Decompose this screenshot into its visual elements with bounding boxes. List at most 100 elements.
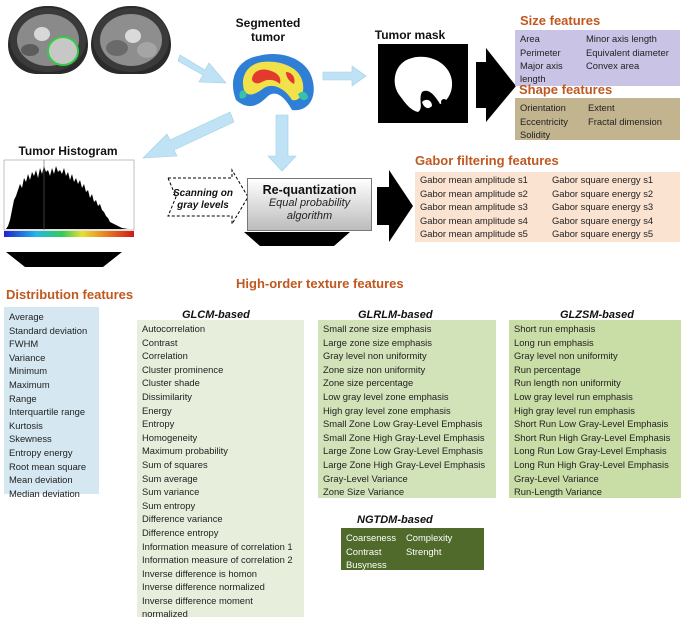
- glcm-feature-item: Cluster shade: [142, 377, 200, 389]
- arrow-mri-to-segmented: [177, 54, 227, 84]
- ngtdm-feature-item: Busyness: [346, 559, 387, 571]
- distribution-feature-item: Interquartile range: [9, 406, 86, 418]
- requantization-subtitle: Equal probability algorithm: [268, 197, 351, 222]
- glcm-feature-item: Information measure of correlation 1: [142, 540, 293, 552]
- glcm-feature-item: Sum average: [142, 472, 198, 484]
- segmented-tumor-heatmap-image: [232, 54, 314, 111]
- distribution-feature-item: Median deviation: [9, 487, 80, 499]
- arrow-requant-to-texture: [244, 232, 350, 246]
- glcm-feature-item: Dissimilarity: [142, 390, 192, 402]
- glzsm-feature-item: High gray level run emphasis: [514, 404, 635, 416]
- distribution-feature-item: Skewness: [9, 433, 52, 445]
- glrlm-feature-item: Zone Size Variance: [323, 486, 405, 498]
- distribution-feature-item: FWHM: [9, 338, 39, 350]
- glrlm-feature-item: Small zone size emphasis: [323, 323, 432, 334]
- requantization-box: Re-quantization Equal probability algori…: [247, 178, 372, 231]
- glcm-feature-item: Difference entropy: [142, 526, 219, 538]
- glzsm-feature-item: Long Run Low Gray-Level Emphasis: [514, 445, 667, 457]
- tumor-histogram-title: Tumor Histogram: [18, 144, 118, 158]
- glrlm-feature-item: Small Zone Low Gray-Level Emphasis: [323, 418, 483, 430]
- glzsm-feature-item: Short Run Low Gray-Level Emphasis: [514, 418, 669, 430]
- size-feature-item: Minor axis length: [586, 33, 657, 44]
- tumor-mask-image: [378, 44, 468, 123]
- shape-features-title: Shape features: [519, 82, 613, 97]
- size-feature-item: Perimeter: [520, 46, 561, 58]
- size-features-title: Size features: [520, 13, 601, 28]
- arrow-segmented-to-mask: [322, 65, 367, 87]
- glrlm-feature-item: Large Zone Low Gray-Level Emphasis: [323, 445, 483, 457]
- gabor-feature-item: Gabor mean amplitude s2: [420, 187, 528, 199]
- gabor-feature-item: Gabor mean amplitude s1: [420, 174, 528, 185]
- size-feature-item: Major axis length: [520, 60, 563, 85]
- glcm-feature-item: Homogeneity: [142, 431, 198, 443]
- gabor-feature-item: Gabor mean amplitude s3: [420, 201, 528, 213]
- size-features-box: Area Perimeter Major axis length Minor a…: [515, 30, 680, 86]
- glcm-feature-item: Entropy: [142, 418, 175, 430]
- shape-feature-item: Eccentricity: [520, 115, 568, 127]
- size-feature-item: Equivalent diameter: [586, 46, 669, 58]
- distribution-feature-item: Root mean square: [9, 460, 87, 472]
- arrow-histogram-to-distribution: [6, 252, 122, 267]
- requantization-title: Re-quantization: [262, 183, 357, 197]
- distribution-feature-item: Variance: [9, 351, 46, 363]
- glzsm-feature-item: Run length non uniformity: [514, 377, 621, 389]
- distribution-feature-item: Range: [9, 392, 37, 404]
- gabor-features-box: Gabor mean amplitude s1 Gabor mean ampli…: [415, 172, 680, 242]
- distribution-feature-item: Standard deviation: [9, 324, 88, 336]
- gabor-feature-item: Gabor square energy s1: [552, 174, 654, 185]
- glrlm-feature-item: Small Zone High Gray-Level Emphasis: [323, 431, 485, 443]
- gabor-feature-item: Gabor square energy s3: [552, 201, 654, 213]
- distribution-feature-item: Entropy energy: [9, 446, 73, 458]
- shape-features-box: Orientation Eccentricity Solidity Extent…: [515, 98, 680, 140]
- glzsm-feature-item: Short Run High Gray-Level Emphasis: [514, 431, 671, 443]
- glzsm-feature-item: Short run emphasis: [514, 323, 596, 334]
- glzsm-feature-item: Low gray level run emphasis: [514, 390, 633, 402]
- distribution-feature-item: Minimum: [9, 365, 48, 377]
- glrlm-feature-item: Large Zone High Gray-Level Emphasis: [323, 458, 486, 470]
- glrlm-feature-item: Gray-Level Variance: [323, 472, 408, 484]
- distribution-features-title: Distribution features: [6, 287, 134, 302]
- gabor-feature-item: Gabor square energy s2: [552, 187, 654, 199]
- gabor-feature-item: Gabor square energy s5: [552, 228, 654, 240]
- glcm-feature-item: Difference variance: [142, 513, 223, 525]
- glzsm-feature-item: Run percentage: [514, 363, 581, 375]
- glzsm-feature-item: Gray-Level Variance: [514, 472, 599, 484]
- gabor-feature-item: Gabor square energy s4: [552, 214, 654, 226]
- scanning-dashed-arrow: [167, 168, 249, 226]
- glcm-feature-item: Sum variance: [142, 486, 200, 498]
- glrlm-feature-item: High gray level zone emphasis: [323, 404, 451, 416]
- tumor-mask-title: Tumor mask: [374, 28, 446, 42]
- arrow-mask-to-size: [476, 48, 516, 122]
- gabor-features-title: Gabor filtering features: [415, 153, 559, 168]
- glcm-feature-item: Energy: [142, 404, 172, 416]
- glzsm-feature-item: Gray level non uniformity: [514, 350, 618, 362]
- distribution-feature-item: Maximum: [9, 378, 50, 390]
- glrlm-feature-item: Zone size percentage: [323, 377, 414, 389]
- ngtdm-features-box: Coarseness Contrast Busyness Complexity …: [341, 528, 484, 570]
- glcm-feature-item: Inverse difference moment normalized: [142, 594, 253, 619]
- glcm-feature-item: Sum entropy: [142, 499, 196, 511]
- glrlm-feature-item: Zone size non uniformity: [323, 363, 426, 375]
- glcm-feature-item: Inverse difference is homon: [142, 567, 257, 579]
- mri-slice-right-image: [91, 6, 171, 74]
- glzsm-feature-item: Run-Length Variance: [514, 486, 602, 498]
- glcm-feature-item: Contrast: [142, 336, 178, 348]
- glrlm-feature-item: Gray level non uniformity: [323, 350, 427, 362]
- glrlm-feature-item: Large zone size emphasis: [323, 336, 432, 348]
- glcm-feature-item: Cluster prominence: [142, 363, 224, 375]
- ngtdm-feature-item: Contrast: [346, 545, 382, 557]
- ngtdm-feature-item: Strenght: [406, 545, 442, 557]
- ngtdm-feature-item: Complexity: [406, 532, 453, 543]
- glzsm-feature-item: Long run emphasis: [514, 336, 594, 348]
- distribution-feature-item: Average: [9, 311, 44, 322]
- glrlm-header: GLRLM-based: [358, 309, 433, 321]
